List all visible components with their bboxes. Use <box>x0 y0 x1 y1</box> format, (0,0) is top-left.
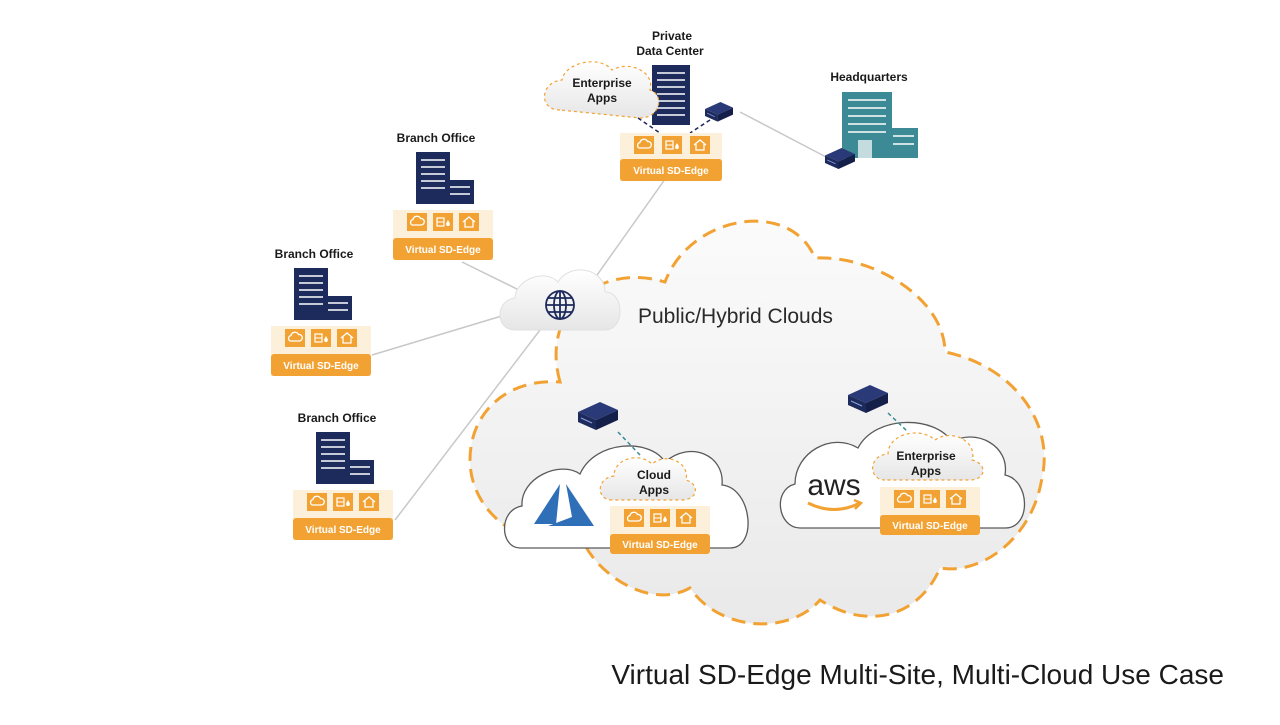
link-branch1-hub <box>461 261 526 294</box>
datacenter-edge: Virtual SD-Edge <box>620 133 722 181</box>
aws-cloud: aws Enterprise Apps Virtual SD-Edge <box>779 384 1026 535</box>
aws-apps-cloud: Enterprise Apps <box>872 432 984 481</box>
branch-office-3: Branch Office Virtual SD-Edge <box>293 411 393 540</box>
azure-apps-line1: Cloud <box>637 468 671 482</box>
branch-3-edge: Virtual SD-Edge <box>293 490 393 540</box>
link-hq-dc <box>739 111 829 159</box>
azure-apps-cloud: Cloud Apps <box>599 457 696 501</box>
branch-2-title: Branch Office <box>275 247 354 261</box>
branch-2-edge-label: Virtual SD-Edge <box>283 361 359 372</box>
aws-logo-icon: aws <box>807 469 864 511</box>
building-icon <box>842 92 918 158</box>
branch-1-edge-label: Virtual SD-Edge <box>405 245 481 256</box>
branch-office-1: Branch Office Virtual SD-Edge <box>393 131 493 260</box>
branch-2-edge: Virtual SD-Edge <box>271 326 371 376</box>
aws-apps-line2: Apps <box>911 464 941 478</box>
link-branch2-hub <box>371 314 506 356</box>
datacenter-title-line2: Data Center <box>636 44 704 58</box>
datacenter-apps-line1: Enterprise <box>572 76 632 90</box>
aws-edge-label: Virtual SD-Edge <box>892 521 968 532</box>
azure-logo-icon <box>534 484 594 526</box>
building-icon <box>416 152 474 204</box>
aws-edge: Virtual SD-Edge <box>880 487 980 535</box>
datacenter-apps-cloud: Enterprise Apps <box>543 61 660 119</box>
datacenter-appliance-icon <box>704 101 734 122</box>
diagram-caption: Virtual SD-Edge Multi-Site, Multi-Cloud … <box>611 659 1224 690</box>
link-branch3-hub <box>394 329 541 521</box>
azure-edge: Virtual SD-Edge <box>610 506 710 554</box>
branch-1-title: Branch Office <box>397 131 476 145</box>
branch-3-edge-label: Virtual SD-Edge <box>305 525 381 536</box>
datacenter-edge-label: Virtual SD-Edge <box>633 166 709 177</box>
building-icon <box>316 432 374 484</box>
azure-apps-line2: Apps <box>639 483 669 497</box>
globe-icon <box>545 290 575 320</box>
branch-3-title: Branch Office <box>298 411 377 425</box>
branch-1-edge: Virtual SD-Edge <box>393 210 493 260</box>
azure-cloud: Cloud Apps Virtual SD-Edge <box>503 401 749 554</box>
datacenter-title-line1: Private <box>652 29 692 43</box>
internet-hub <box>499 269 621 331</box>
headquarters: Headquarters <box>824 70 918 170</box>
aws-logo-text: aws <box>807 469 860 502</box>
public-clouds-label: Public/Hybrid Clouds <box>638 305 833 328</box>
branch-office-2: Branch Office Virtual SD-Edge <box>271 247 371 376</box>
link-datacenter-hub <box>589 174 669 286</box>
headquarters-title: Headquarters <box>830 70 908 84</box>
private-data-center: Private Data Center Enterprise Apps Vi <box>543 29 734 181</box>
datacenter-apps-line2: Apps <box>587 91 617 105</box>
building-icon <box>294 268 352 320</box>
server-rack-icon <box>652 65 690 125</box>
aws-apps-line1: Enterprise <box>896 449 956 463</box>
azure-edge-label: Virtual SD-Edge <box>622 540 698 551</box>
